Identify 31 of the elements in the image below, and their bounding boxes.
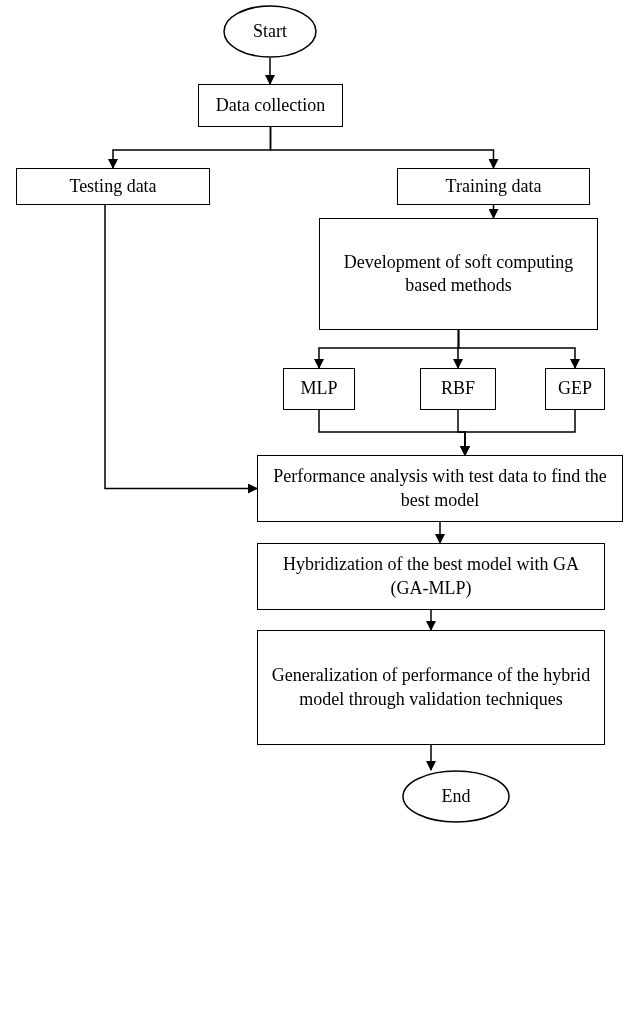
- process-box: [545, 368, 605, 410]
- node-text: Hybridization of the best model with GA (GA-MLP): [282, 553, 580, 600]
- process-box: [283, 368, 355, 410]
- arrow: [269, 126, 499, 169]
- process-box: [257, 630, 605, 745]
- process-box: [420, 368, 496, 410]
- process-box: [319, 218, 598, 330]
- process-box: [257, 543, 605, 610]
- process-box: [16, 168, 210, 205]
- node-text: RBF: [441, 377, 475, 401]
- arrow: [488, 204, 499, 219]
- node-text: Testing data: [69, 174, 157, 198]
- arrow: [426, 609, 436, 631]
- arrow: [457, 329, 580, 369]
- arrow: [265, 57, 275, 85]
- node-text: Training data: [445, 174, 542, 198]
- process-box: [397, 168, 590, 205]
- node-text: Start: [253, 19, 287, 43]
- node-text: GEP: [558, 377, 592, 401]
- node-text: MLP: [300, 377, 338, 401]
- arrow: [104, 204, 258, 494]
- node-text: Data collection: [215, 93, 326, 117]
- arrow: [460, 409, 576, 456]
- node-text: Generalization of performance of the hybrid model through validation techniques: [270, 664, 592, 711]
- node-text: End: [441, 784, 471, 808]
- process-box: [257, 455, 623, 522]
- arrow: [435, 521, 445, 544]
- process-box: [198, 84, 343, 127]
- node-text: Performance analysis with test data to find the best model: [272, 465, 608, 512]
- arrow: [426, 744, 436, 771]
- node-text: Development of soft computing based methods: [342, 250, 575, 297]
